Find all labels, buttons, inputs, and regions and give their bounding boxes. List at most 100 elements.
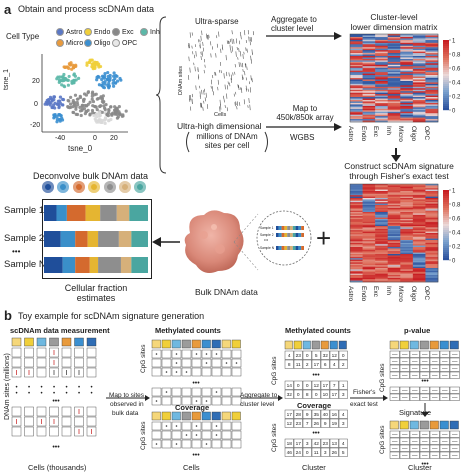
sparse-dash bbox=[191, 98, 193, 105]
heat-cell bbox=[400, 54, 414, 57]
heat-cell bbox=[362, 75, 376, 77]
heat-cell bbox=[400, 251, 414, 253]
count-table-cell-value: 14 bbox=[287, 383, 293, 389]
heat-cell bbox=[350, 224, 363, 227]
pvalue-title: p-value bbox=[404, 326, 431, 335]
sparse-dash bbox=[194, 54, 196, 59]
heat-cell bbox=[425, 34, 439, 36]
heat-cell bbox=[387, 78, 401, 80]
colorbar-step bbox=[443, 242, 449, 245]
sparse-dash bbox=[241, 74, 243, 80]
heat-cell bbox=[362, 210, 376, 213]
heat-cell bbox=[400, 230, 414, 232]
tsne-point bbox=[92, 93, 97, 97]
coverage-table-cell-value: 11 bbox=[314, 450, 319, 456]
tsne-point bbox=[75, 100, 79, 105]
heat-cell bbox=[412, 242, 426, 245]
count-table-cell-value: 5 bbox=[315, 353, 318, 359]
heat-cell bbox=[362, 254, 376, 256]
sparse-dash bbox=[248, 36, 250, 42]
coverage-table-cell-value: 13 bbox=[332, 441, 338, 447]
heat-cell bbox=[425, 205, 439, 207]
tsne-ytick-2: -20 bbox=[30, 122, 41, 129]
tsne-point bbox=[111, 111, 115, 115]
heat-cell bbox=[350, 245, 363, 248]
signature-title-1: Construct scDNAm signature bbox=[344, 161, 454, 171]
heat-cell bbox=[387, 203, 401, 206]
heat-cell bbox=[362, 235, 376, 238]
sparse-dash bbox=[252, 31, 255, 36]
zoom-cell bbox=[281, 233, 285, 237]
heat-cell bbox=[362, 184, 376, 186]
sparse-dash bbox=[218, 31, 220, 37]
heat-cell bbox=[387, 195, 401, 197]
coverage-table-cell-value: 3 bbox=[306, 441, 309, 447]
heat-cell bbox=[362, 203, 376, 206]
heat-cell bbox=[400, 94, 414, 96]
heat-cell bbox=[350, 35, 363, 38]
heat-cell bbox=[350, 70, 363, 73]
heat-cell bbox=[400, 75, 414, 77]
tsne-point bbox=[77, 76, 81, 80]
heat-cell bbox=[412, 238, 426, 241]
heat-cell bbox=[387, 38, 401, 41]
heat-cell bbox=[400, 48, 414, 51]
sparse-dash bbox=[239, 31, 242, 36]
heat-cell bbox=[350, 266, 363, 269]
heat-cell bbox=[412, 101, 426, 104]
heat-cell bbox=[425, 273, 439, 276]
sparse-dash bbox=[229, 82, 231, 87]
tsne-point bbox=[51, 105, 55, 110]
sparse-dash bbox=[194, 66, 196, 72]
tsne-point bbox=[100, 97, 104, 101]
heat-cell bbox=[375, 261, 389, 263]
heat-cell bbox=[400, 258, 414, 260]
heat-cell bbox=[362, 270, 376, 273]
heat-cell bbox=[375, 102, 389, 105]
heat-cell bbox=[425, 221, 439, 224]
heat-cell bbox=[350, 44, 363, 47]
heat-cell bbox=[375, 207, 389, 210]
heat-cell bbox=[425, 114, 439, 117]
heat-cell bbox=[412, 83, 426, 86]
heat-cell bbox=[425, 209, 439, 211]
heat-cell bbox=[425, 107, 439, 110]
fraction-line2: estimates bbox=[76, 293, 116, 303]
heat-cell bbox=[387, 237, 401, 239]
tsne-point bbox=[85, 61, 89, 65]
heat-cell bbox=[400, 206, 414, 209]
heat-cell bbox=[400, 102, 414, 105]
heat-cell bbox=[425, 244, 439, 246]
sparse-dash bbox=[250, 75, 252, 81]
heat-cell bbox=[350, 223, 363, 225]
heat-cell bbox=[387, 213, 401, 216]
heat-cell bbox=[425, 210, 439, 213]
sparse-dash bbox=[200, 103, 203, 108]
heat-cell bbox=[362, 95, 376, 98]
heat-cell bbox=[387, 212, 401, 214]
heat-cell bbox=[400, 276, 414, 279]
count-table-cell-value: 0 bbox=[297, 392, 300, 398]
heat-cell bbox=[350, 244, 363, 246]
heat-cell bbox=[375, 91, 389, 93]
count-table-cell-value: 6 bbox=[324, 362, 327, 368]
tsne-point bbox=[107, 81, 111, 85]
sparse-dash bbox=[235, 101, 237, 106]
heat-cell bbox=[412, 262, 426, 265]
sparse-dash bbox=[239, 40, 241, 45]
heat-cell bbox=[425, 42, 439, 45]
heat-cell bbox=[400, 273, 414, 276]
cell-icon bbox=[103, 181, 116, 193]
tsne-point bbox=[66, 78, 70, 82]
count-cell bbox=[171, 387, 182, 397]
zoom-cell bbox=[278, 226, 282, 230]
heat-cell bbox=[375, 226, 389, 228]
heatmap-xlabel-exc: Exc bbox=[372, 286, 380, 297]
heat-cell bbox=[350, 110, 363, 113]
legend-dot bbox=[140, 28, 148, 36]
sparse-dash bbox=[250, 59, 252, 64]
heat-cell bbox=[350, 217, 363, 220]
site-box bbox=[86, 347, 97, 358]
heat-cell bbox=[412, 113, 426, 115]
coverage-table-cell bbox=[302, 409, 312, 419]
